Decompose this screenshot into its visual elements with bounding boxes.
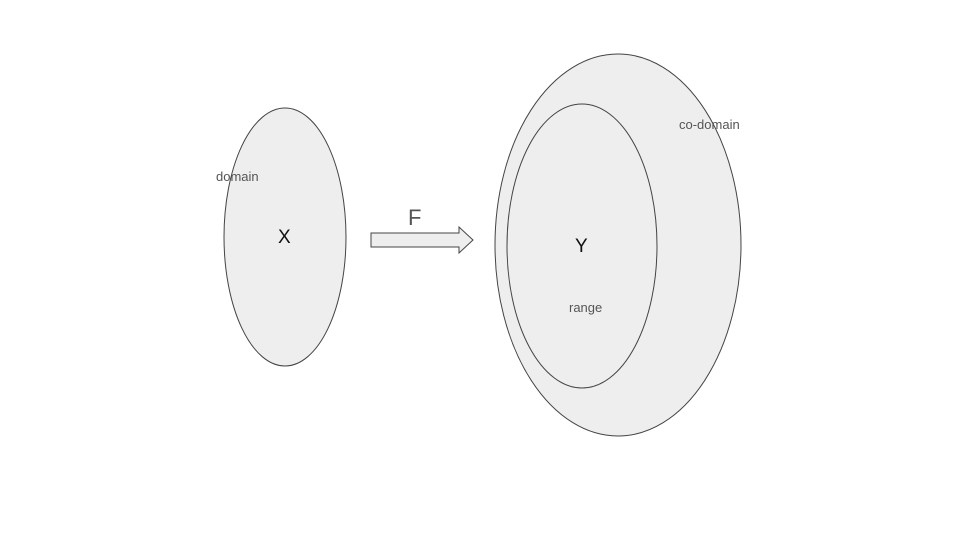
domain-set-label: X [278, 227, 291, 248]
range-set-label: Y [575, 236, 588, 257]
codomain-label: co-domain [679, 117, 740, 132]
function-label: F [408, 205, 422, 230]
mapping-arrow [370, 225, 474, 255]
domain-ellipse [223, 107, 347, 367]
domain-label: domain [216, 169, 259, 184]
range-label: range [569, 300, 603, 315]
range-ellipse [506, 103, 658, 389]
